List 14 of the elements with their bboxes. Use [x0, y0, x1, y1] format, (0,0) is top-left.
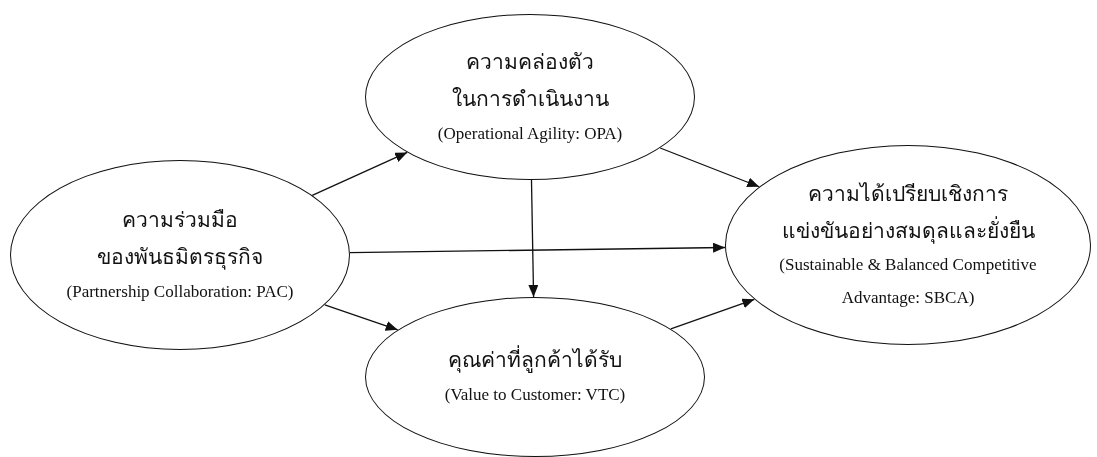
node-label: (Sustainable & Balanced Competitive Advantage: SBCA): [778, 254, 1038, 309]
arrow: [528, 179, 539, 298]
arrow: [311, 151, 408, 196]
arrow: [659, 147, 760, 188]
node-heading: ความร่วมมือ ของพันธมิตรธุรกิจ: [96, 207, 264, 272]
arrow: [349, 242, 726, 254]
node-heading: ความคล่องตัว ในการดำเนินงาน: [450, 49, 610, 113]
node-heading: ความได้เปรียบเชิงการ แข่งขันอย่างสมดุลและยั่งยืน: [780, 180, 1036, 246]
node-label: (Operational Agility: OPA): [436, 122, 624, 145]
arrow: [324, 304, 399, 331]
node-label: (Partnership Collaboration: PAC): [65, 280, 295, 303]
node-label: (Value to Customer: VTC): [443, 384, 627, 407]
arrow: [670, 298, 756, 330]
node-heading: คุณค่าที่ลูกค้าได้รับ: [405, 342, 665, 380]
